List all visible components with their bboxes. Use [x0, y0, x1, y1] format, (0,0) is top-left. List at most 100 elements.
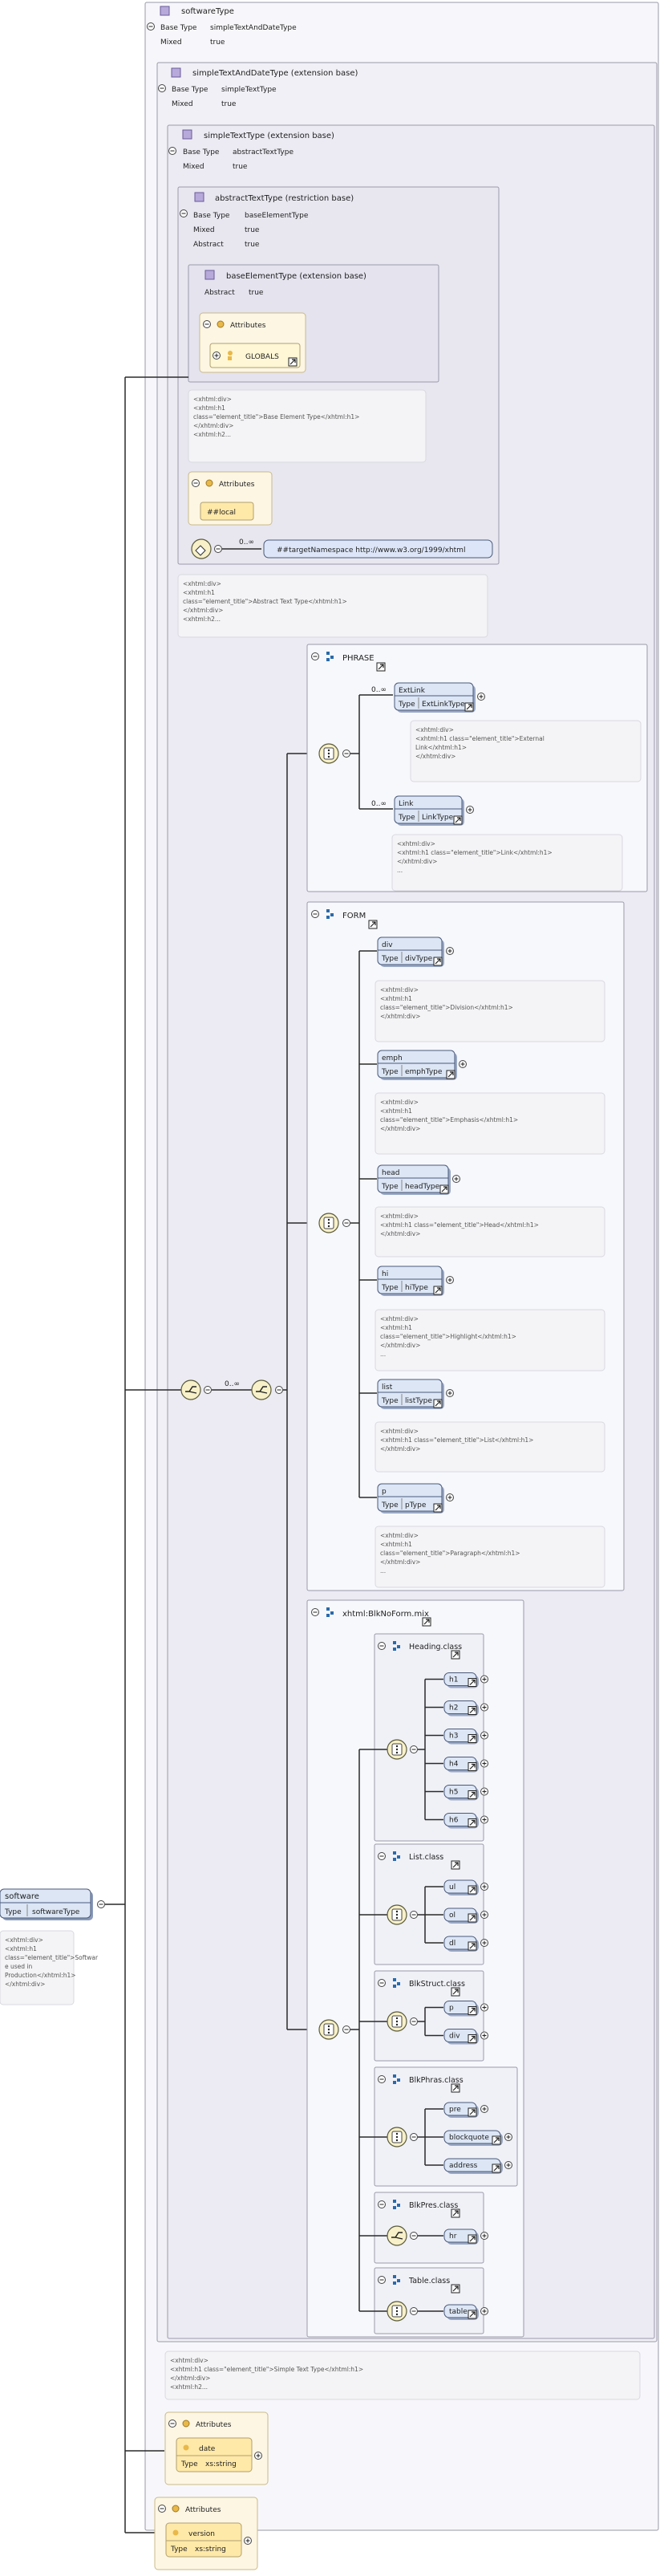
doc-line: <xhtml:div> — [380, 1532, 419, 1539]
attribute-icon — [205, 479, 213, 487]
group-icon — [326, 1614, 330, 1617]
root-element-software[interactable] — [0, 1888, 91, 1919]
value: abstractTextType — [233, 148, 294, 156]
sequence-icon — [395, 2306, 399, 2310]
element-ref-name: h2 — [449, 1704, 458, 1713]
doc-line: <xhtml:h2... — [193, 431, 231, 438]
element-ref-name: hr — [449, 2233, 457, 2241]
element-Link[interactable] — [394, 795, 463, 824]
group-title: PHRASE — [342, 654, 374, 663]
complex-type-icon — [160, 6, 170, 16]
occurrence-label: 0..∞ — [371, 686, 387, 694]
attribute-group-icon — [228, 351, 233, 356]
sequence-icon — [395, 2139, 399, 2142]
sequence-icon — [395, 2313, 399, 2316]
doc-line: <xhtml:h2... — [183, 616, 221, 623]
doc-line: </xhtml:div> — [380, 1342, 420, 1349]
globals-group-ref[interactable] — [209, 343, 301, 368]
type-value: xs:string — [195, 2546, 226, 2554]
sequence-icon — [395, 1910, 399, 1913]
doc-line: ... — [380, 1567, 386, 1574]
doc-line: Link</xhtml:h1> — [415, 744, 467, 751]
doc-line: <xhtml:div> — [415, 726, 454, 733]
link-arrow-icon — [452, 1989, 459, 1995]
type-label: Type — [398, 814, 415, 822]
doc-line: <xhtml:h1 — [380, 1107, 412, 1115]
label: Base Type — [183, 148, 220, 156]
group-icon — [330, 913, 334, 916]
type-value: xs:string — [205, 2460, 237, 2468]
link-arrow-icon — [469, 1943, 476, 1949]
doc-line: </xhtml:div> — [170, 2375, 210, 2382]
element-list[interactable] — [377, 1379, 443, 1408]
any-attribute[interactable] — [200, 502, 254, 521]
label: Mixed — [172, 100, 193, 108]
doc-line: </xhtml:div> — [397, 858, 437, 865]
attribute-icon — [172, 2529, 179, 2536]
group-icon — [397, 2279, 400, 2282]
doc-line: <xhtml:h1 class="element_title">External — [415, 735, 545, 742]
occurrence-label: 0..∞ — [225, 1380, 240, 1388]
sequence-icon — [395, 1913, 399, 1916]
sequence-icon — [327, 749, 330, 752]
group-icon — [330, 1611, 334, 1615]
attribute-icon — [217, 320, 225, 328]
element-name: software — [5, 1892, 39, 1901]
sequence-icon — [327, 755, 330, 758]
doc-line: <xhtml:h1 class="element_title">Head</xh… — [380, 1221, 539, 1229]
element-emph[interactable] — [377, 1050, 455, 1079]
group-title: BlkPres.class — [409, 2201, 458, 2210]
software-doc — [0, 1930, 75, 2005]
sequence-icon — [327, 2025, 330, 2028]
element-hi[interactable] — [377, 1266, 443, 1294]
group-title: xhtml:BlkNoForm.mix — [342, 1610, 429, 1619]
attribute-date[interactable] — [176, 2437, 253, 2472]
group-icon — [397, 2204, 400, 2207]
element-ref-name: address — [449, 2162, 478, 2170]
ExtLink-doc — [410, 720, 642, 782]
sequence-icon — [327, 1221, 330, 1225]
group-icon — [393, 2275, 396, 2278]
sequence-icon — [395, 1748, 399, 1751]
doc-line: ... — [397, 867, 403, 874]
element-ref-name: pre — [449, 2106, 461, 2114]
value: true — [233, 163, 248, 171]
doc-line: e used in — [5, 1963, 33, 1970]
link-arrow-icon — [452, 2210, 459, 2216]
element-head[interactable] — [377, 1164, 449, 1193]
label: Base Type — [193, 212, 230, 220]
any-element[interactable] — [263, 539, 493, 559]
doc-line: class="element_title">Base Element Type<… — [193, 413, 359, 421]
doc-line: <xhtml:div> — [183, 580, 221, 587]
element-ref-name: ul — [449, 1883, 455, 1891]
doc-line: </xhtml:div> — [380, 1013, 420, 1020]
abstractTextType-doc — [177, 574, 488, 638]
group-icon — [393, 2281, 396, 2285]
link-arrow-icon — [378, 664, 384, 670]
sequence-icon — [395, 1745, 399, 1748]
type-label: Type — [381, 1397, 399, 1405]
element-ExtLink[interactable] — [394, 682, 474, 711]
element-p[interactable] — [377, 1483, 443, 1512]
element-name: div — [382, 941, 393, 949]
element-ref-name: dl — [449, 1940, 455, 1948]
sequence-icon — [395, 2020, 399, 2023]
element-name: p — [382, 1488, 387, 1496]
group-icon — [393, 1978, 396, 1981]
link-arrow-icon — [466, 704, 472, 710]
choice-icon — [256, 1386, 268, 1394]
element-div[interactable] — [377, 937, 443, 965]
doc-line: <xhtml:h1 class="element_title">Simple T… — [170, 2366, 363, 2373]
sequence-icon — [327, 752, 330, 755]
group-icon — [326, 916, 330, 919]
occurrence-label: 0..∞ — [371, 800, 387, 808]
attribute-version[interactable] — [165, 2522, 242, 2558]
doc-line: <xhtml:div> — [380, 1428, 419, 1435]
link-arrow-icon — [452, 1652, 459, 1658]
element-name: emph — [382, 1054, 403, 1062]
type-label: Type — [170, 2546, 188, 2554]
type-label: Type — [381, 1183, 399, 1191]
list-doc — [374, 1421, 605, 1473]
doc-line: <xhtml:div> — [380, 1213, 419, 1220]
label: Mixed — [160, 39, 182, 47]
